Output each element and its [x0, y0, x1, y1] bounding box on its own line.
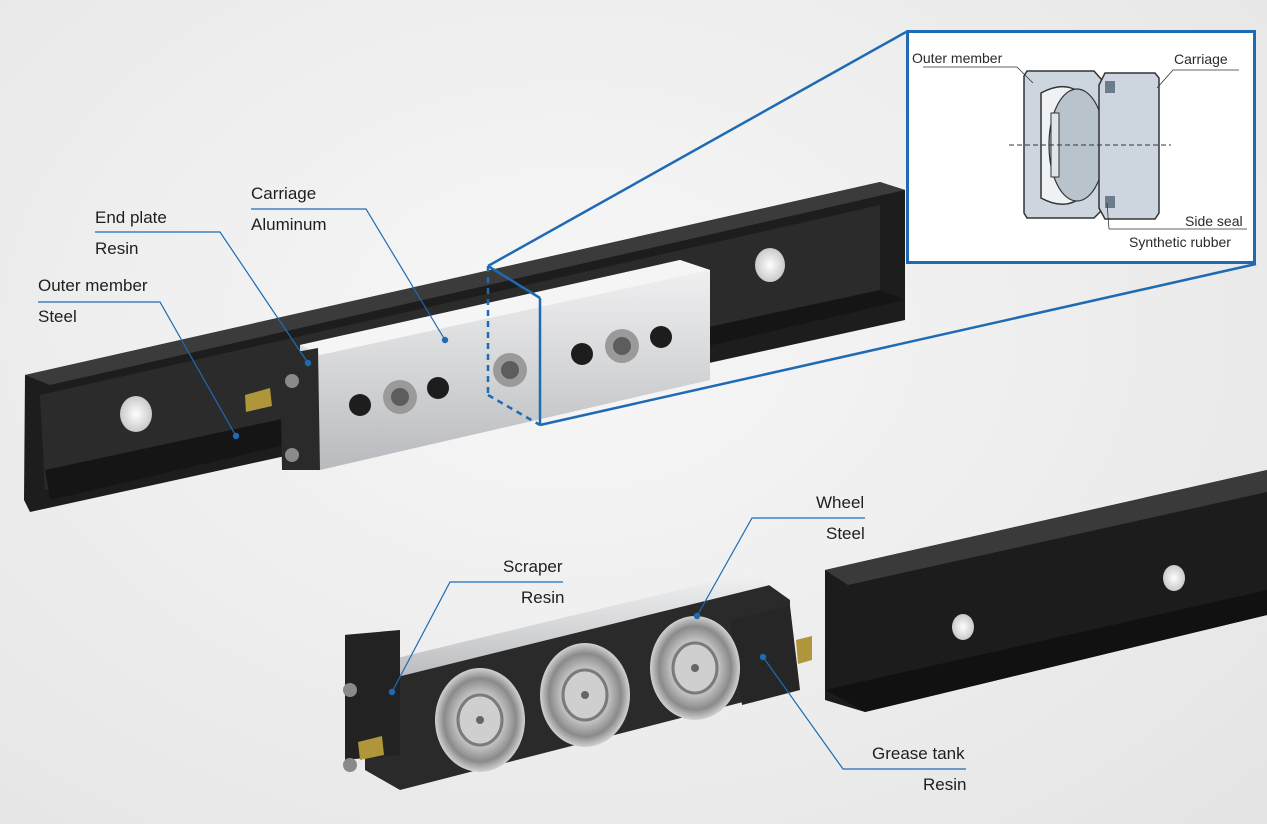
label-end-plate-material: Resin	[95, 239, 139, 258]
carriage-block	[245, 260, 710, 470]
inset-label-carriage: Carriage	[1174, 51, 1228, 67]
wheel-1	[435, 668, 525, 772]
outer-member-rail-bottom	[825, 470, 1267, 712]
label-carriage-material: Aluminum	[251, 215, 327, 234]
wheel-2	[540, 643, 630, 747]
inset-label-side-seal-material: Synthetic rubber	[1129, 234, 1231, 250]
label-outer-member-material: Steel	[38, 307, 77, 326]
leader-dots	[232, 336, 767, 696]
inset-label-outer-member: Outer member	[912, 50, 1003, 66]
cross-section-drawing	[923, 66, 1247, 230]
carriage-exploded	[343, 572, 812, 790]
label-end-plate: End plate	[95, 208, 167, 227]
label-scraper: Scraper	[503, 557, 563, 576]
cross-section-inset: Outer member Carriage Side seal Syntheti…	[906, 30, 1256, 264]
label-scraper-material: Resin	[521, 588, 565, 607]
label-outer-member: Outer member	[38, 276, 148, 295]
label-carriage: Carriage	[251, 184, 317, 203]
label-wheel: Wheel	[816, 493, 865, 512]
wheel-3	[650, 616, 740, 720]
label-grease-tank: Grease tank	[872, 744, 965, 763]
leader-lines	[38, 208, 966, 770]
zoom-callout	[486, 30, 1257, 427]
label-wheel-material: Steel	[826, 524, 865, 543]
label-grease-tank-material: Resin	[923, 775, 967, 794]
inset-label-side-seal: Side seal	[1185, 213, 1243, 229]
